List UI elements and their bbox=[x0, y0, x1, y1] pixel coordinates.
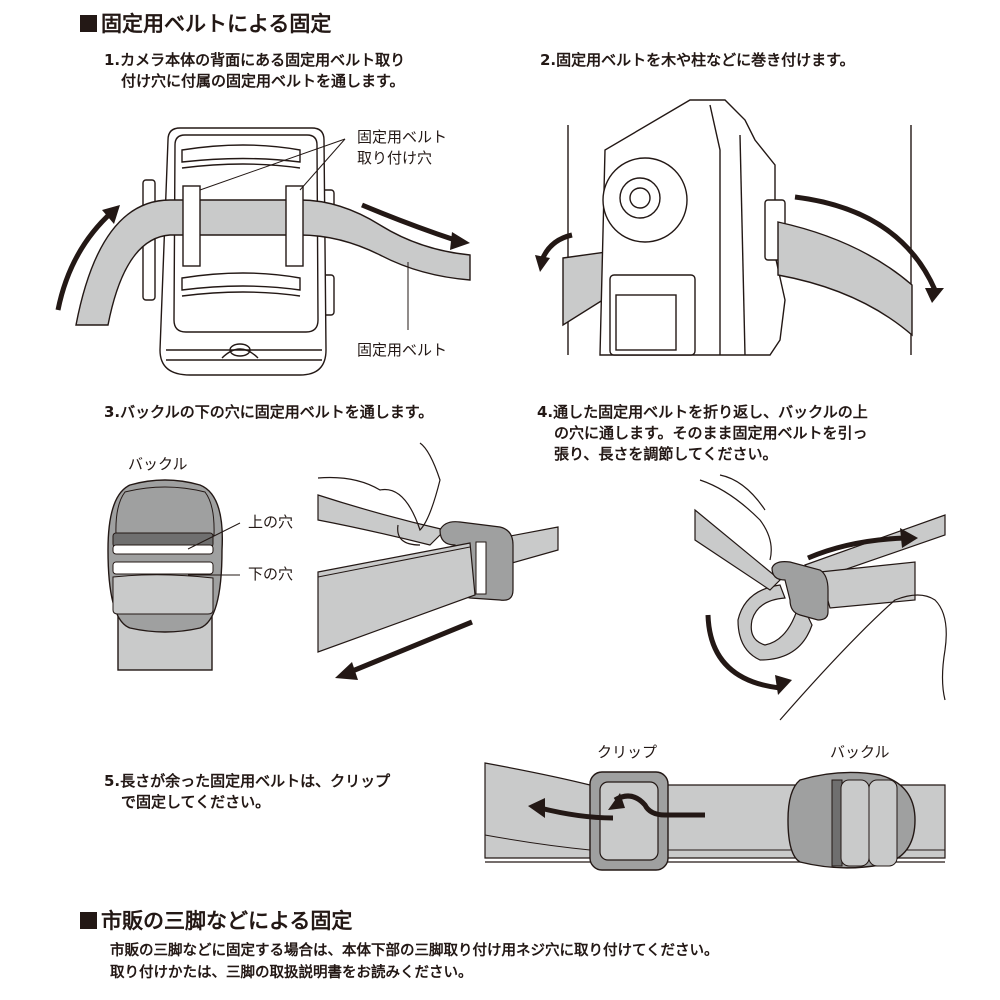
step-number: 2. bbox=[540, 51, 557, 69]
tripod-instructions: 市販の三脚などに固定する場合は、本体下部の三脚取り付け用ネジ穴に取り付けてくださ… bbox=[110, 940, 719, 984]
section-title-belt: 固定用ベルトによる固定 bbox=[80, 8, 331, 38]
step-4-text: 4.通した固定用ベルトを折り返し、バックルの上 の穴に通します。そのまま固定用ベ… bbox=[537, 402, 868, 465]
callout-belt-hole: 固定用ベルト 取り付け穴 bbox=[357, 127, 447, 169]
arrow-right-icon bbox=[807, 535, 906, 561]
step-line: 付け穴に付属の固定用ベルトを通します。 bbox=[121, 72, 405, 90]
instruction-line: 市販の三脚などに固定する場合は、本体下部の三脚取り付け用ネジ穴に取り付けてくださ… bbox=[110, 943, 719, 959]
arrow-into-clip-icon bbox=[613, 793, 705, 818]
step-line: バックルの下の穴に固定用ベルトを通します。 bbox=[120, 403, 434, 421]
arrow-curve-icon bbox=[705, 614, 781, 691]
step-line: カメラ本体の背面にある固定用ベルト取り bbox=[120, 51, 406, 69]
step-number: 3. bbox=[104, 403, 121, 421]
step-line: 長さが余った固定用ベルトは、クリップ bbox=[120, 772, 391, 790]
step-line: で固定してください。 bbox=[121, 793, 271, 811]
arrow-out-clip-icon bbox=[539, 805, 614, 821]
step-line: 通した固定用ベルトを折り返し、バックルの上 bbox=[553, 403, 868, 421]
step-2-text: 2.固定用ベルトを木や柱などに巻き付けます。 bbox=[540, 50, 855, 71]
upper-hole bbox=[112, 544, 214, 555]
step-line: の穴に通します。そのまま固定用ベルトを引っ bbox=[554, 424, 868, 442]
buckle-body bbox=[771, 561, 829, 621]
belt-strap bbox=[75, 199, 471, 326]
lower-hole-label: 下の穴 bbox=[248, 565, 294, 583]
callout-line: 固定用ベルト bbox=[357, 128, 448, 146]
hand-outline bbox=[317, 442, 441, 532]
arrow-up-icon bbox=[55, 210, 114, 311]
callout-belt: 固定用ベルト bbox=[357, 341, 448, 359]
figure-2-camera-on-pole bbox=[535, 99, 944, 356]
buckle-label: バックル bbox=[830, 743, 890, 761]
step-line: 固定用ベルトを木や柱などに巻き付けます。 bbox=[556, 51, 855, 69]
arrow-right-icon bbox=[361, 202, 456, 243]
square-bullet-icon bbox=[80, 912, 97, 929]
step-5-text: 5.長さが余った固定用ベルトは、クリップ で固定してください。 bbox=[104, 771, 390, 813]
section-title-text: 市販の三脚などによる固定 bbox=[101, 909, 353, 933]
section-title-text: 固定用ベルトによる固定 bbox=[101, 12, 332, 36]
figure-3-belt-through-buckle bbox=[317, 442, 559, 680]
section-title-tripod: 市販の三脚などによる固定 bbox=[80, 905, 352, 935]
arrow-curve-right-icon bbox=[794, 194, 938, 292]
buckle-label: バックル bbox=[128, 455, 188, 473]
instruction-line: 取り付けかたは、三脚の取扱説明書をお読みください。 bbox=[110, 965, 473, 981]
figure-5-clip-and-buckle bbox=[484, 762, 946, 871]
figure-4-fold-belt bbox=[694, 474, 947, 721]
lower-hole bbox=[112, 561, 214, 575]
step-line: 張り、長さを調節してください。 bbox=[554, 445, 778, 463]
step-1-text: 1.カメラ本体の背面にある固定用ベルト取り 付け穴に付属の固定用ベルトを通します… bbox=[104, 50, 405, 92]
arrow-left-icon bbox=[349, 619, 473, 675]
figure-3-buckle-detail bbox=[107, 479, 241, 671]
belt-strap-front bbox=[317, 542, 476, 653]
step-3-text: 3.バックルの下の穴に固定用ベルトを通します。 bbox=[104, 402, 433, 423]
callout-line: 取り付け穴 bbox=[357, 149, 433, 167]
step-number: 1. bbox=[104, 51, 121, 69]
hand-outline bbox=[699, 479, 772, 561]
hand-outline bbox=[779, 594, 947, 721]
figure-1-camera-back bbox=[55, 127, 471, 376]
upper-hole-label: 上の穴 bbox=[248, 513, 294, 531]
square-bullet-icon bbox=[80, 15, 97, 32]
clip-label: クリップ bbox=[597, 743, 658, 761]
step-number: 4. bbox=[537, 403, 554, 421]
step-number: 5. bbox=[104, 772, 121, 790]
belt-strap bbox=[777, 221, 913, 337]
